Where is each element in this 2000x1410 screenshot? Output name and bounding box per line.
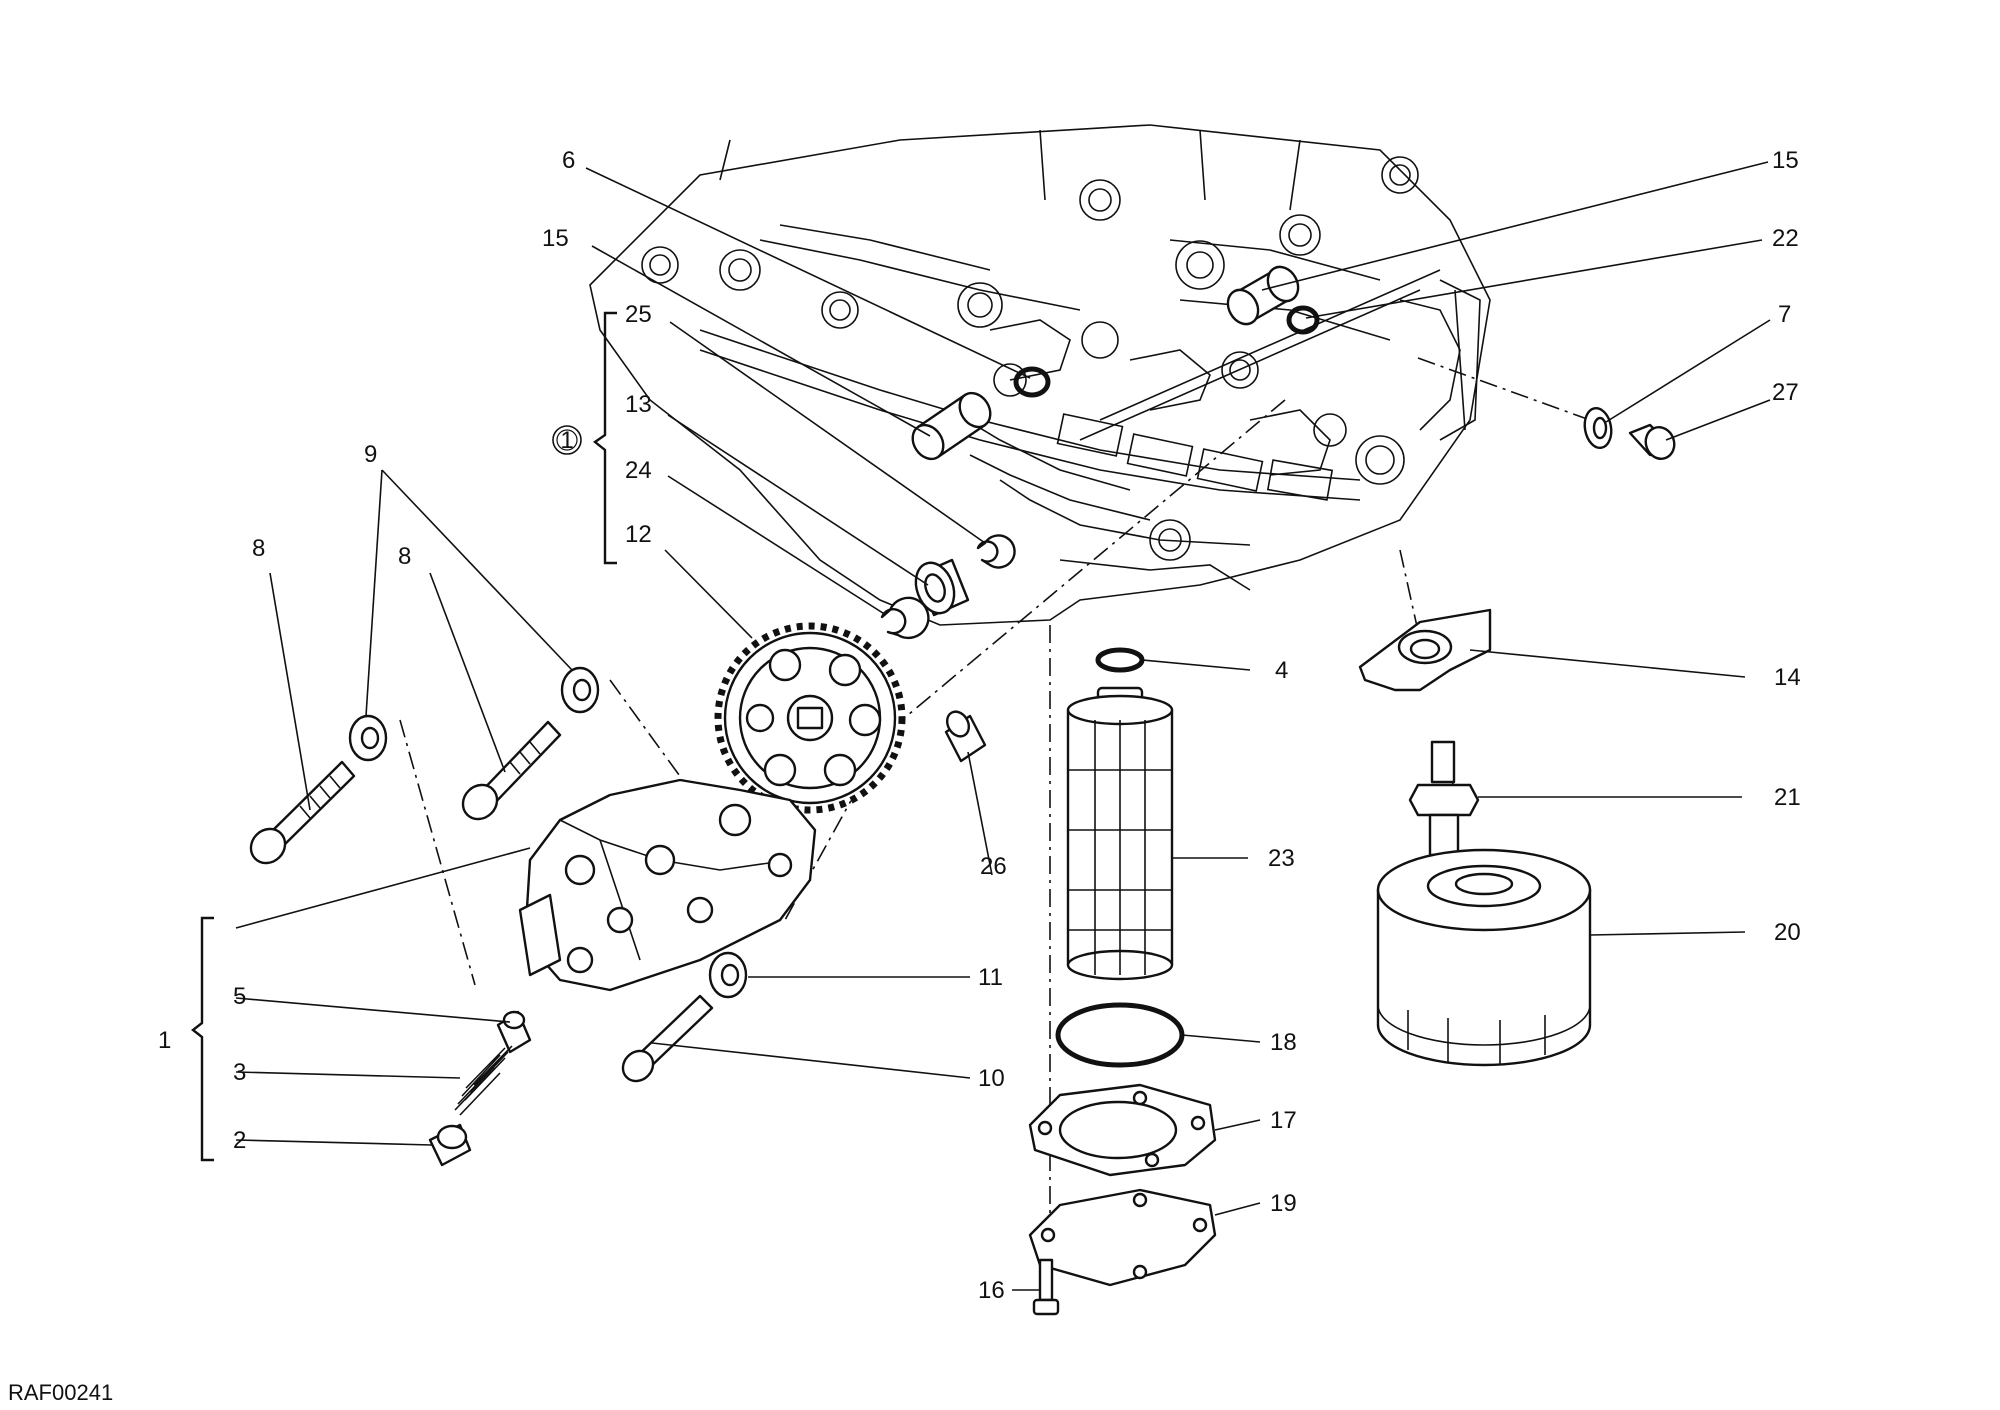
washer-pump <box>708 951 748 999</box>
callout-20: 20 <box>1774 919 1801 946</box>
callout-18: 18 <box>1270 1029 1297 1056</box>
callout-8a: 8 <box>252 535 265 562</box>
callout-12: 12 <box>625 521 652 548</box>
callout-7: 7 <box>1778 301 1791 328</box>
group-bracket-lower <box>191 916 214 1162</box>
filter-o-ring <box>1095 647 1145 673</box>
filter-cover <box>1028 1188 1217 1287</box>
callout-9: 9 <box>364 441 377 468</box>
washer-right <box>560 666 600 714</box>
relief-valve-spring <box>454 1045 513 1116</box>
callout-21: 21 <box>1774 784 1801 811</box>
spring-cap-plug <box>428 1123 472 1167</box>
leader-lines <box>235 161 1771 1291</box>
circlip-lower <box>880 596 930 640</box>
drawing-reference-code: RAF00241 <box>8 1380 113 1405</box>
callout-14: 14 <box>1774 664 1801 691</box>
group-marker-label: 1 <box>560 427 573 454</box>
callout-17: 17 <box>1270 1107 1297 1134</box>
callout-16: 16 <box>978 1277 1005 1304</box>
washer-left <box>348 714 388 762</box>
callout-15b: 15 <box>1772 147 1799 174</box>
callout-23: 23 <box>1268 845 1295 872</box>
callout-11: 11 <box>978 964 1003 991</box>
callout-6: 6 <box>562 147 575 174</box>
oil-filter-cartridge <box>1376 848 1592 1067</box>
o-ring-right <box>1286 305 1320 335</box>
callout-numbers: 6 15 15 22 7 27 25 13 24 12 9 8 8 4 14 2… <box>158 147 1801 1304</box>
mesh-strainer <box>1066 686 1174 981</box>
drain-plug <box>1628 423 1676 460</box>
callout-25: 25 <box>625 301 652 328</box>
bearing-bush <box>914 558 970 617</box>
callout-5: 5 <box>233 983 246 1010</box>
cover-screw <box>1032 1258 1060 1316</box>
callout-19: 19 <box>1270 1190 1297 1217</box>
dowel-sleeve-left <box>911 391 992 461</box>
callout-15a: 15 <box>542 225 569 252</box>
callout-1: 1 <box>158 1027 171 1054</box>
callout-22: 22 <box>1772 225 1799 252</box>
pressure-relief-valve <box>496 1010 532 1054</box>
callout-3: 3 <box>233 1059 246 1086</box>
callout-27: 27 <box>1772 379 1799 406</box>
oil-pump-gear <box>714 622 906 814</box>
filter-flange <box>1358 608 1492 692</box>
oil-pump-body <box>518 778 817 992</box>
callout-24: 24 <box>625 457 652 484</box>
dowel-sleeve-right <box>1226 265 1300 326</box>
o-ring-left <box>1013 366 1051 398</box>
screw-pump <box>621 994 714 1083</box>
circlip-upper <box>976 534 1016 569</box>
group-marker-circle: 1 <box>552 425 582 455</box>
callout-4: 4 <box>1275 657 1288 684</box>
cover-gasket <box>1028 1083 1217 1177</box>
centering-dowel <box>944 710 987 763</box>
callout-2: 2 <box>233 1127 246 1154</box>
filter-nipple <box>1408 740 1480 857</box>
engine-crankcase <box>589 124 1491 626</box>
screw-left <box>249 760 356 865</box>
group-bracket-upper <box>592 311 617 565</box>
callout-13: 13 <box>625 391 652 418</box>
sealing-washer <box>1583 406 1613 450</box>
cover-o-ring <box>1055 1002 1185 1068</box>
screw-right <box>461 720 562 821</box>
callout-26: 26 <box>980 853 1007 880</box>
callout-8b: 8 <box>398 543 411 570</box>
callout-10: 10 <box>978 1065 1005 1092</box>
